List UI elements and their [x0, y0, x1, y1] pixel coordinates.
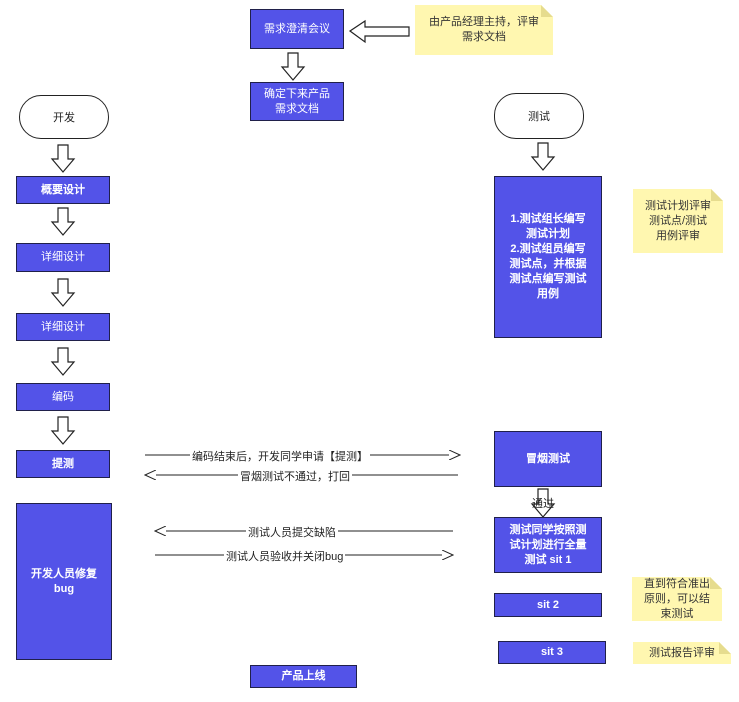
- down-arrow-dev-5: [50, 416, 76, 445]
- sit3-box: sit 3: [498, 641, 606, 664]
- note-report-review: 测试报告评审: [633, 642, 731, 664]
- detail-design-box-1: 详细设计: [16, 243, 110, 272]
- label-verify-bug: 测试人员验收并关闭bug: [224, 548, 346, 564]
- fix-bug-box: 开发人员修复 bug: [16, 503, 112, 660]
- test-start-terminal: 测试: [494, 93, 584, 139]
- down-arrow-meeting: [280, 52, 306, 81]
- smoke-test-box: 冒烟测试: [494, 431, 602, 487]
- down-arrow-test-pass: [530, 488, 556, 518]
- note-pm-review: 由产品经理主持，评审 需求文档: [415, 5, 553, 55]
- sit1-box: 测试同学按照测 试计划进行全量 测试 sit 1: [494, 517, 602, 573]
- down-arrow-dev-4: [50, 347, 76, 376]
- dev-start-terminal: 开发: [19, 95, 109, 139]
- pass-label: 通过: [532, 498, 554, 510]
- test-plan-box: 1.测试组长编写 测试计划 2.测试组员编写 测试点，并根据 测试点编写测试 用…: [494, 176, 602, 338]
- detail-design-box-2: 详细设计: [16, 313, 110, 341]
- meeting-box: 需求澄清会议: [250, 9, 344, 49]
- sit2-box: sit 2: [494, 593, 602, 617]
- down-arrow-dev-2: [50, 207, 76, 236]
- confirm-doc-box: 确定下来产品 需求文档: [250, 82, 344, 121]
- down-arrow-test-1: [530, 142, 556, 171]
- outline-design-box: 概要设计: [16, 176, 110, 204]
- down-arrow-dev-1: [50, 144, 76, 173]
- coding-box: 编码: [16, 383, 110, 411]
- left-arrow-note: [348, 19, 410, 44]
- label-report-bug: 测试人员提交缺陷: [246, 524, 338, 540]
- submit-test-box: 提测: [16, 450, 110, 478]
- release-box: 产品上线: [250, 665, 357, 688]
- note-plan-review: 测试计划评审 测试点/测试 用例评审: [633, 189, 723, 253]
- note-exit-criteria: 直到符合准出 原则，可以结 束测试: [632, 577, 722, 621]
- label-smoke-fail: 冒烟测试不通过，打回: [238, 468, 352, 484]
- down-arrow-dev-3: [50, 278, 76, 307]
- label-submit-request: 编码结束后，开发同学申请【提测】: [190, 448, 370, 464]
